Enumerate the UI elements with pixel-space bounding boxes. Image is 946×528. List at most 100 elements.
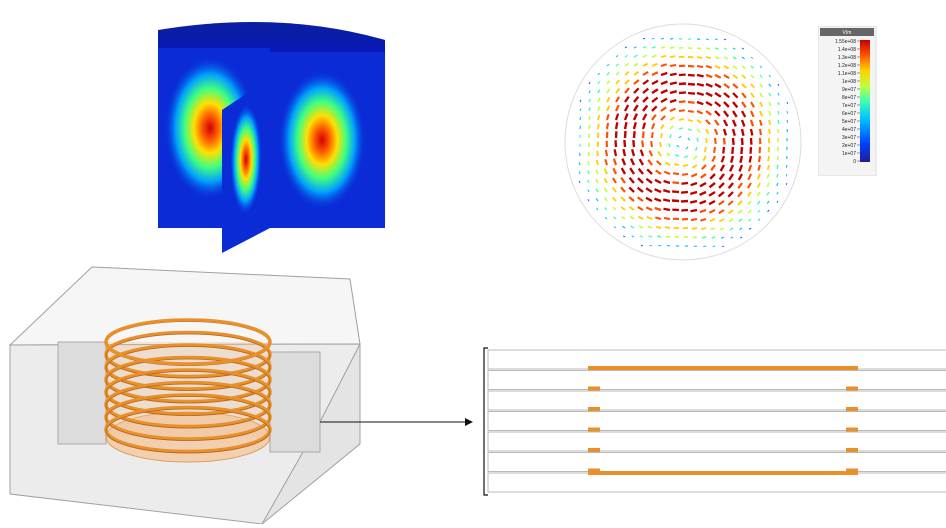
- vector-arrow: [642, 62, 649, 67]
- vector-arrow: [766, 173, 770, 179]
- colorbar-tick-label: 6e+07: [842, 111, 856, 117]
- vector-arrow: [756, 173, 761, 180]
- vector-arrow: [732, 101, 739, 109]
- vector-arrow: [687, 82, 696, 86]
- vector-arrow: [669, 55, 676, 58]
- vector-arrow: [768, 119, 772, 126]
- vector-arrow: [664, 226, 671, 229]
- section-layer: [487, 390, 946, 411]
- vector-arrow: [669, 125, 674, 130]
- vector-arrow: [740, 110, 747, 118]
- vector-arrow: [711, 155, 716, 163]
- vector-arrow: [759, 119, 763, 126]
- vector-arrow: [728, 218, 734, 223]
- vector-arrow: [740, 137, 744, 146]
- vector-arrow: [700, 218, 707, 222]
- colorbar-tick-label: 1e+08: [842, 79, 856, 85]
- vector-arrow: [642, 46, 647, 49]
- vector-arrow: [731, 146, 735, 155]
- vector-arrow: [748, 155, 753, 163]
- vector-arrow: [729, 227, 734, 231]
- vector-arrow: [671, 199, 680, 203]
- vector-arrow: [749, 128, 754, 136]
- vector-arrow: [642, 96, 649, 103]
- vector-arrow: [714, 91, 722, 98]
- vector-arrow: [614, 122, 619, 130]
- vector-arrow: [777, 128, 780, 134]
- vector-arrow: [628, 206, 635, 211]
- vector-arrow: [660, 132, 663, 139]
- vector-arrow: [660, 46, 666, 49]
- vector-arrow: [727, 182, 734, 190]
- vector-arrow: [597, 106, 601, 112]
- vector-arrow: [621, 215, 626, 220]
- vector-arrow: [696, 64, 704, 69]
- vector-arrow: [630, 225, 635, 229]
- vector-arrow: [651, 62, 658, 67]
- vector-arrow: [605, 122, 610, 130]
- vector-arrow: [699, 190, 707, 196]
- vector-arrow: [655, 160, 662, 166]
- vector-arrow: [633, 70, 640, 76]
- vector-arrow: [660, 80, 668, 86]
- vector-arrow: [689, 199, 698, 204]
- section-layer: [487, 411, 946, 431]
- vector-arrow: [633, 46, 637, 49]
- vector-arrow: [621, 158, 627, 166]
- vector-arrow: [723, 47, 728, 50]
- vector-arrow: [651, 105, 658, 112]
- vector-arrow: [759, 110, 764, 117]
- right-hotspot: [278, 70, 366, 210]
- copper-via: [846, 468, 858, 473]
- vector-arrow: [776, 164, 779, 169]
- vector-arrow: [732, 83, 739, 89]
- colorbar-tick-label: 1.4e+08: [838, 47, 856, 53]
- vector-arrow: [705, 73, 713, 79]
- vector-arrow: [693, 155, 698, 160]
- vector-arrow: [637, 215, 644, 220]
- vector-arrow: [777, 119, 780, 125]
- vector-arrow: [663, 216, 671, 221]
- vector-arrow: [636, 186, 644, 193]
- vector-arrow: [728, 173, 735, 181]
- vector-arrow: [587, 179, 590, 184]
- vector-arrow: [606, 63, 610, 67]
- vector-arrow: [620, 196, 626, 202]
- vector-arrow: [722, 128, 728, 136]
- vector-arrow: [595, 159, 599, 166]
- vector-arrow: [757, 155, 762, 163]
- coil-turn-shadow: [105, 358, 271, 404]
- vector-arrow: [624, 95, 630, 103]
- vector-arrow: [678, 100, 686, 104]
- vector-arrow: [603, 177, 608, 184]
- vector-arrow: [756, 200, 761, 205]
- vector-arrow: [642, 37, 646, 40]
- vector-arrow: [723, 101, 730, 108]
- vector-arrow: [604, 159, 608, 166]
- vector-arrow: [718, 173, 725, 181]
- vector-arrow: [579, 116, 582, 121]
- cavity-top: [158, 22, 385, 55]
- vector-arrow: [691, 164, 698, 169]
- vector-arrow: [703, 245, 707, 248]
- section-layer: [487, 431, 946, 452]
- vector-arrow: [647, 225, 653, 229]
- vector-arrow: [642, 79, 650, 85]
- vector-arrow: [750, 56, 754, 59]
- vector-arrow: [651, 79, 659, 86]
- vector-arrow: [622, 148, 627, 157]
- vector-arrow: [636, 196, 644, 202]
- vector-arrow: [612, 206, 617, 211]
- vector-arrow: [747, 173, 752, 181]
- vector-arrow: [705, 119, 711, 126]
- vector-arrow: [663, 170, 671, 175]
- vector-arrow: [603, 168, 608, 175]
- vector-arrow: [759, 83, 764, 88]
- vector-arrow: [714, 110, 721, 117]
- vector-arrow: [651, 114, 657, 121]
- colorbar-tick-label: 7e+07: [842, 103, 856, 109]
- vector-arrow: [718, 200, 725, 206]
- vector-arrow: [767, 209, 770, 213]
- vector-arrow: [757, 218, 761, 222]
